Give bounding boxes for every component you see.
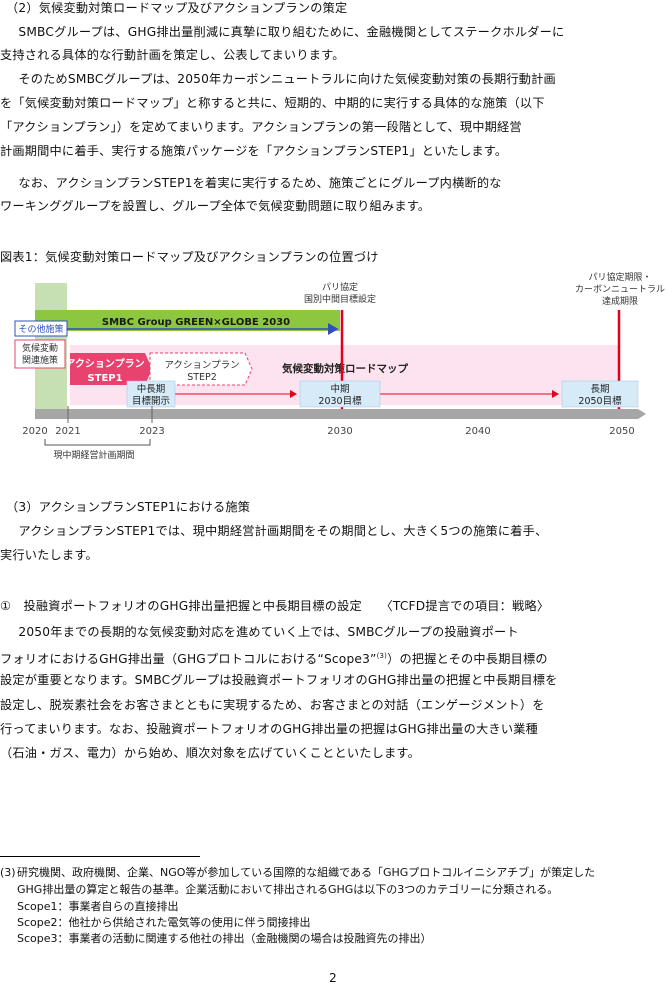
year-2040: 2040 [465, 426, 490, 437]
timeline-axis [35, 409, 646, 419]
milestone-mid-1: 中期 [330, 383, 349, 395]
year-2021: 2021 [55, 426, 80, 437]
section2-line-8: ワーキンググループを設置し、グループ全体で気候変動問題に取り組みます。 [0, 199, 431, 213]
section3-line-2: 実行いたします。 [0, 548, 98, 562]
section2-heading: （2）気候変動対策ロードマップ及びアクションプランの策定 [6, 1, 348, 15]
plan-period-bracket [44, 439, 151, 446]
year-2050: 2050 [609, 426, 634, 437]
milestone-mid [299, 380, 381, 408]
year-2030: 2030 [327, 426, 352, 437]
year-2020: 2020 [22, 426, 47, 437]
step2-shape [149, 352, 253, 386]
climate-measures-label-2: 関連施策 [22, 354, 58, 366]
milestone-mid-2: 2030目標 [318, 395, 362, 407]
footnote-line-2: GHG排出量の算定と報告の基準。企業活動において排出されるGHGは以下の3つのカ… [17, 883, 559, 896]
step1-label-2: STEP1 [87, 373, 122, 384]
footnote-line-1: 研究機関、政府機関、企業、NGO等が参加している国際的な組織である「GHGプロト… [17, 866, 596, 879]
green-globe-label: SMBC Group GREEN×GLOBE 2030 [102, 317, 290, 328]
page-number: 2 [329, 971, 337, 985]
section2-line-4: を「気候変動対策ロードマップ」と称すると共に、短期的、中期的に実行する具体的な施… [0, 96, 545, 110]
section2-line-3: そのためSMBCグループは、2050年カーボンニュートラルに向けた気候変動対策の… [6, 72, 556, 86]
item1-heading: ① 投融資ポートフォリオのGHG排出量把握と中長期目標の設定 〈TCFD提言での… [0, 599, 550, 613]
roadmap-diagram: SMBC Group GREEN×GLOBE 2030 その他施策 気候変動 関… [14, 271, 665, 461]
item1-line-2-b: ）の把握とその中長期目標の [387, 652, 548, 667]
milestone-long-1: 長期 [590, 384, 609, 395]
paris-final-label-3: 達成期限 [602, 295, 638, 307]
footnote-ref-3[interactable]: (3) [376, 652, 388, 660]
item1-line-4: 設定し、脱炭素社会をお客さまとともに実現するため、お客さまとの対話（エンゲージメ… [0, 698, 545, 712]
footnote-line-3: Scope1：事業者自らの直接排出 [17, 900, 179, 913]
roadmap-label: 気候変動対策ロードマップ [281, 362, 408, 375]
footnote-line-4: Scope2：他社から供給された電気等の使用に伴う間接排出 [17, 916, 311, 929]
green-globe-bar [35, 310, 340, 331]
section3-heading: （3）アクションプランSTEP1における施策 [6, 500, 251, 514]
paris-mid-label-1: パリ協定 [322, 281, 358, 293]
milestone-mid-long-1: 中長期 [137, 383, 166, 395]
footnote-marker: (3) [0, 866, 16, 879]
figure-caption: 図表1：気候変動対策ロードマップ及びアクションプランの位置づけ [0, 250, 379, 264]
section3-line-1: アクションプランSTEP1では、現中期経営計画期間をその期間とし、大きく5つの施… [6, 524, 548, 538]
item1-line-2-a: フォリオにおけるGHG排出量（GHGプロトコルにおける“Scope3” [0, 652, 377, 667]
milestone-mid-long-2: 目標開示 [132, 395, 170, 407]
step1-label-1: アクションプラン [65, 357, 144, 370]
milestone-long [561, 380, 639, 408]
item1-line-2: フォリオにおけるGHG排出量（GHGプロトコルにおける“Scope3”(3)）の… [0, 648, 548, 667]
section2-line-6: 計画期間中に着手、実行する施策パッケージを「アクションプランSTEP1」といたし… [0, 144, 508, 158]
step2-label-1: アクションプラン [164, 360, 239, 371]
climate-measures-label-1: 気候変動 [22, 342, 58, 354]
plan-period-label: 現中期経営計画期間 [53, 449, 134, 461]
section2-line-7: なお、アクションプランSTEP1を着実に実行するため、施策ごとにグループ内横断的… [6, 176, 502, 190]
paris-final-label-1: パリ協定期限・ [588, 271, 651, 283]
step1-shape [70, 353, 152, 385]
step2-label-2: STEP2 [187, 372, 217, 383]
item1-line-6: （石油・ガス、電力）から始め、順次対象を広げていくことといたします。 [0, 746, 420, 760]
climate-measures-box [14, 339, 66, 369]
year-2023: 2023 [139, 426, 164, 437]
paris-mid-label-2: 国別中間目標設定 [304, 293, 376, 305]
item1-line-1: 2050年までの長期的な気候変動対応を進めていく上では、SMBCグループの投融資… [6, 625, 519, 639]
footnote-separator [0, 856, 200, 857]
other-measures-label: その他施策 [18, 323, 63, 335]
item1-line-5: 行ってまいります。なお、投融資ポートフォリオのGHG排出量の把握はGHG排出量の… [0, 722, 538, 736]
section2-line-5: 「アクションプラン」）を定めてまいります。アクションプランの第一段階として、現中… [0, 120, 522, 134]
section2-line-1: SMBCグループは、GHG排出量削減に真摯に取り組むために、金融機関としてステー… [6, 25, 565, 39]
other-measures-box [14, 320, 68, 337]
section2-line-2: 支持される具体的な行動計画を策定し、公表してまいります。 [0, 48, 345, 62]
milestone-mid-long [126, 380, 176, 408]
footnote-line-5: Scope3：事業者の活動に関連する他社の排出（金融機関の場合は投融資先の排出） [17, 932, 432, 945]
milestone-long-2: 2050目標 [578, 395, 622, 407]
paris-final-label-2: カーボンニュートラル [575, 284, 665, 295]
item1-line-3: 設定が重要となります。SMBCグループは投融資ポートフォリオのGHG排出量の把握… [0, 673, 558, 687]
